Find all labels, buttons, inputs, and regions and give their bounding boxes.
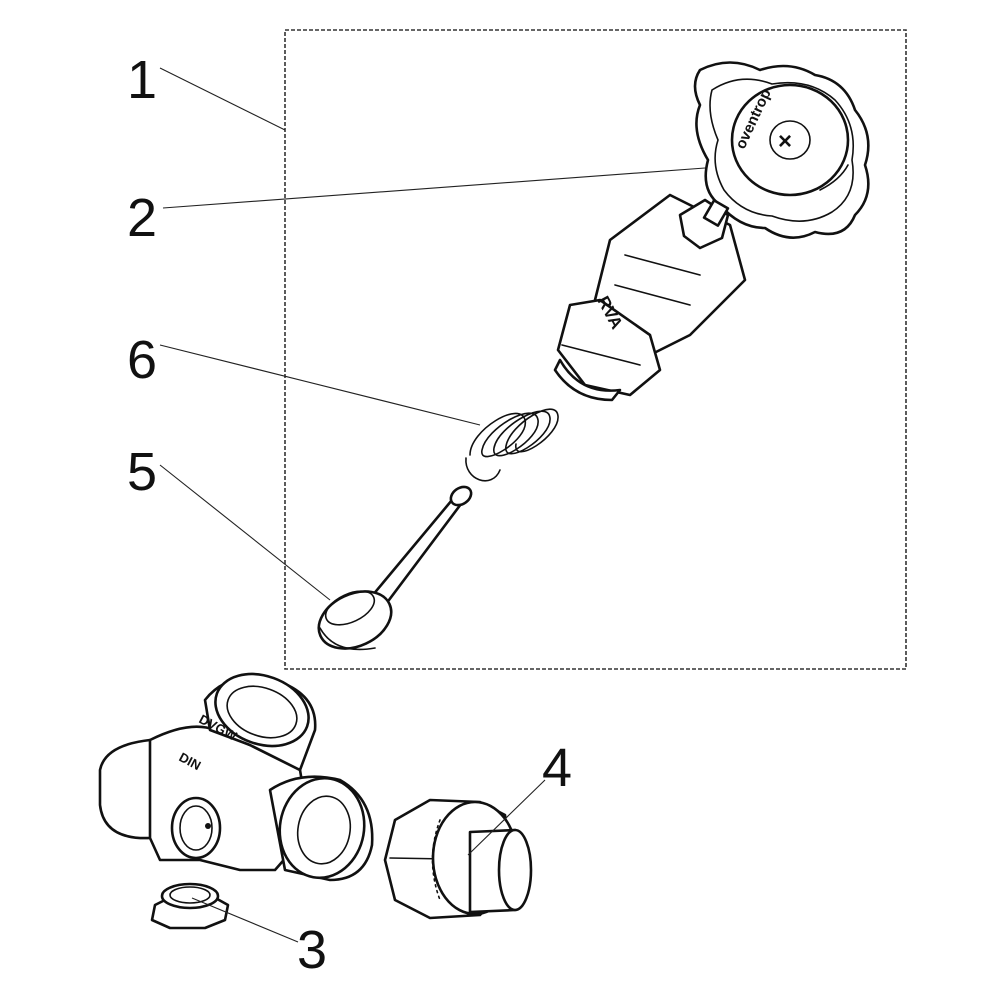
callout-6: 6 xyxy=(127,330,157,390)
drain-plug-part xyxy=(150,882,230,930)
leader-line-5 xyxy=(159,464,331,601)
spring-part xyxy=(465,408,559,482)
callout-1: 1 xyxy=(127,50,157,110)
callout-3: 3 xyxy=(297,920,327,980)
leader-line-3 xyxy=(191,897,299,943)
callout-5: 5 xyxy=(127,442,157,502)
callout-2: 2 xyxy=(127,188,157,248)
callout-4: 4 xyxy=(542,738,572,798)
handwheel-cross-mark: × xyxy=(778,128,792,155)
leader-line-6 xyxy=(159,344,481,426)
leader-line-2 xyxy=(162,167,706,209)
leader-line-4 xyxy=(467,779,546,856)
bonnet-part: RVA xyxy=(553,193,747,402)
union-fitting-part xyxy=(383,798,533,920)
valve-body-part: DVGW DIN xyxy=(98,672,374,882)
handwheel-part: × oventrop xyxy=(693,61,870,239)
leader-line-1 xyxy=(159,67,286,131)
valve-stem-part xyxy=(317,485,473,651)
